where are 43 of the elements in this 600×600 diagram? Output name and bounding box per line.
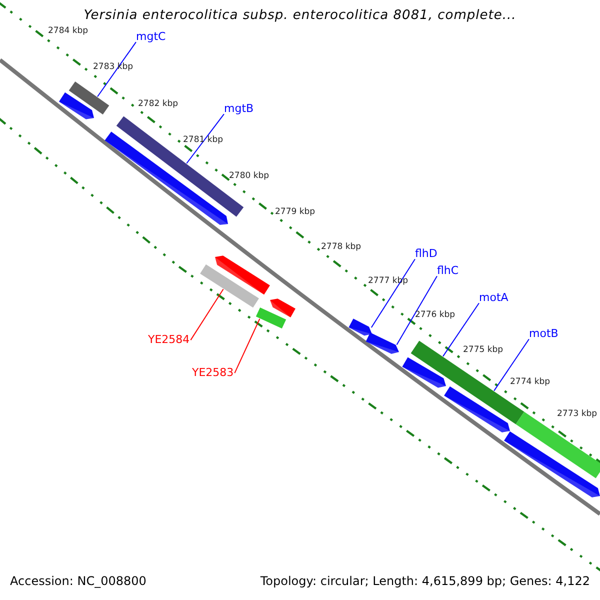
leader-line [494, 338, 530, 392]
scale-label: 2779 kbp [275, 208, 316, 218]
scale-label: 2781 kbp [183, 136, 224, 146]
scale-label: 2773 kbp [557, 410, 598, 420]
scale-label: 2774 kbp [510, 378, 550, 388]
genome-info-text: Topology: circular; Length: 4,615,899 bp; Genes: 4,122 [260, 575, 590, 588]
gene-label: YE2583 [192, 367, 234, 380]
gene-feature [68, 82, 110, 114]
gene-feature [366, 332, 399, 354]
leader-line [234, 318, 260, 374]
gene-label: flhD [415, 248, 438, 260]
title: Yersinia enterocolitica subsp. enterocolitica 8081, complete... [82, 9, 518, 24]
scale-label: 2778 kbp [321, 243, 362, 252]
gene-feature [504, 431, 600, 498]
gene-feature [270, 298, 296, 318]
gene-label: mgtC [136, 31, 166, 44]
leader-line [97, 42, 136, 98]
scale-label: 2784 kbp [48, 27, 88, 36]
accession-text: Accession: NC_008800 [10, 575, 146, 588]
gene-feature [402, 357, 446, 388]
gene-label: flhC [437, 265, 459, 278]
gene-feature [348, 318, 372, 336]
gene-feature [58, 92, 94, 120]
gene-label: YE2584 [148, 334, 190, 346]
scale-label: 2782 kbp [138, 100, 178, 110]
gene-label: motA [479, 292, 508, 304]
gene-feature [215, 256, 270, 295]
gene-feature [444, 386, 510, 432]
scale-label: 2776 kbp [415, 311, 456, 320]
leader-line [442, 302, 480, 357]
scale-label: 2780 kbp [229, 172, 270, 182]
gene-feature [104, 132, 228, 225]
leader-line [186, 114, 224, 164]
leader-line [190, 288, 224, 341]
leader-line [396, 276, 438, 346]
scale-label: 2783 kbp [93, 63, 134, 72]
scale-label: 2775 kbp [463, 346, 504, 356]
gene-feature [200, 264, 259, 308]
gene-label: motB [529, 328, 558, 340]
gene-feature [256, 307, 286, 329]
leader-line [370, 258, 416, 328]
gene-label: mgtB [224, 103, 254, 116]
gene-feature [516, 412, 600, 478]
